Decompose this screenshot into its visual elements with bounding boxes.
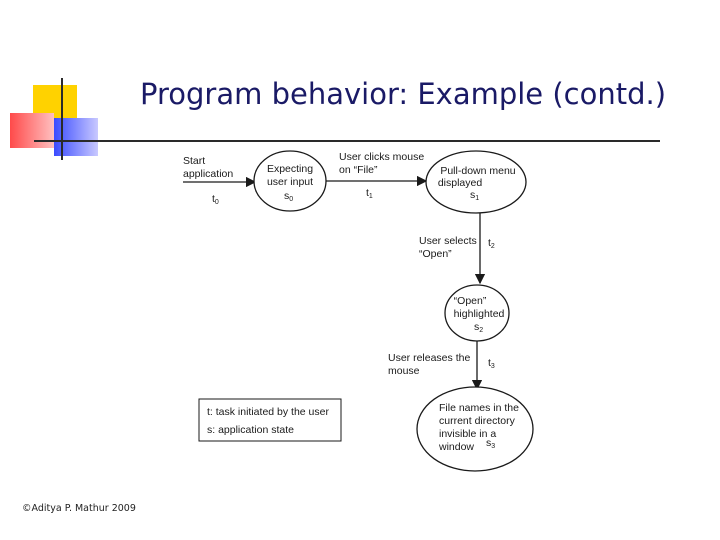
decor-vertical-line [61, 78, 63, 160]
state-s1-line1: Pull-down menu [440, 165, 515, 177]
state-s1-node [425, 150, 527, 214]
state-s3-node [416, 386, 534, 472]
t0-label: t0 [212, 193, 219, 206]
t1-label-line1: User clicks mouse [339, 151, 424, 163]
state-s2-line1: “Open” [454, 295, 487, 307]
state-s2-line2: highlighted [454, 308, 505, 320]
state-s1-line2: displayed [438, 177, 483, 189]
legend-box [198, 398, 342, 442]
start-label-line2: application [183, 168, 233, 180]
state-s0-line2: user input [267, 176, 313, 188]
state-s2-label: s2 [474, 321, 483, 334]
t3-label-line2: mouse [388, 365, 420, 377]
t2-label-line1: User selects [419, 235, 477, 247]
t3-id: t3 [488, 357, 495, 370]
state-s3-line3: invisible in a [439, 428, 496, 440]
state-s3-line1: File names in the [439, 402, 519, 414]
decor-red-square [10, 113, 54, 148]
decor-horizontal-line [34, 140, 660, 142]
state-s3-label: s3 [486, 437, 495, 450]
copyright-footer: ©Aditya P. Mathur 2009 [22, 503, 136, 514]
slide-title: Program behavior: Example (contd.) [140, 77, 667, 111]
state-s3-line2: current directory [439, 415, 516, 427]
state-s0-line1: Expecting [267, 163, 313, 175]
t3-label-line1: User releases the [388, 352, 470, 364]
start-label-line1: Start [183, 155, 205, 167]
state-s0-label: s0 [284, 190, 293, 203]
t2-id: t2 [488, 237, 495, 250]
t1-id: t1 [366, 187, 373, 200]
legend-line2: s: application state [207, 424, 294, 436]
state-s3-line4: window [438, 441, 474, 453]
t1-label-line2: on “File” [339, 164, 378, 176]
t2-label-line2: “Open” [419, 248, 452, 260]
state-s1-label: s1 [470, 189, 479, 202]
legend-line1: t: task initiated by the user [207, 406, 329, 418]
